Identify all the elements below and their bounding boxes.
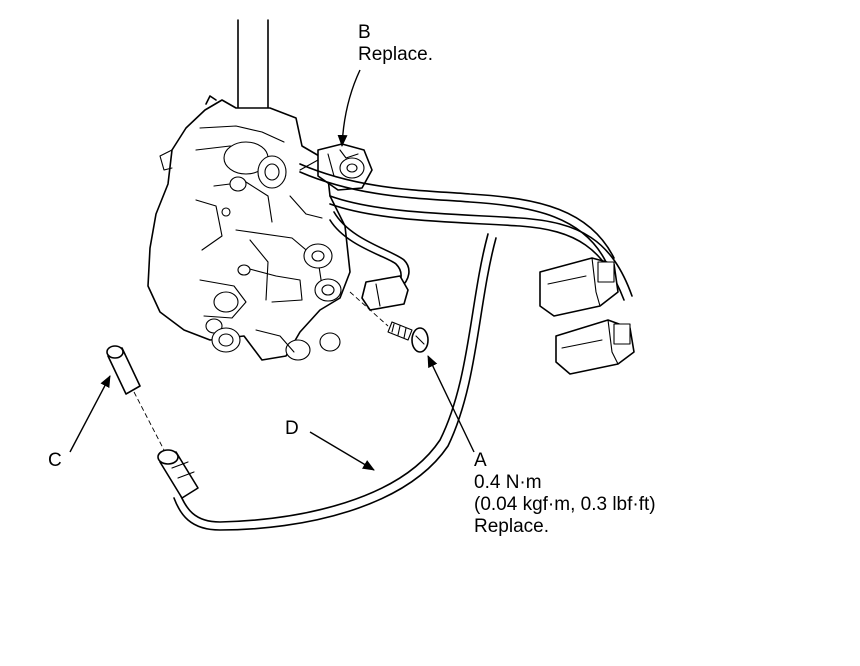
connector-upper bbox=[539, 257, 619, 317]
callout-a-letter: A bbox=[474, 450, 487, 471]
cable-d bbox=[173, 233, 497, 531]
harness-switch bbox=[361, 275, 409, 311]
callout-a-note: Replace. bbox=[474, 516, 549, 537]
cap-c bbox=[106, 345, 141, 395]
callout-b-note: Replace. bbox=[358, 44, 433, 65]
callout-a-torque: 0.4 N·m bbox=[474, 472, 542, 493]
shifter-housing bbox=[147, 95, 351, 361]
callout-b-letter: B bbox=[358, 22, 371, 43]
callout-c-letter: C bbox=[48, 450, 62, 471]
leader-c bbox=[69, 375, 111, 453]
callout-a-torque-alt: (0.04 kgf·m, 0.3 lbf·ft) bbox=[474, 494, 656, 515]
callout-d: D bbox=[285, 418, 299, 440]
leader-d bbox=[309, 431, 375, 471]
shift-lever-rod bbox=[237, 19, 269, 119]
callout-a: A 0.4 N·m (0.04 kgf·m, 0.3 lbf·ft) Repla… bbox=[474, 450, 656, 538]
cable-sensor bbox=[157, 449, 199, 499]
leader-b bbox=[337, 69, 361, 147]
cap-axis-line bbox=[133, 391, 165, 451]
screw-axis-line bbox=[349, 291, 389, 327]
connector-lower bbox=[555, 319, 635, 375]
callout-d-letter: D bbox=[285, 418, 299, 439]
screw-a bbox=[387, 321, 429, 353]
leader-a bbox=[427, 355, 475, 453]
callout-b: B Replace. bbox=[358, 22, 433, 66]
callout-c: C bbox=[48, 450, 62, 472]
